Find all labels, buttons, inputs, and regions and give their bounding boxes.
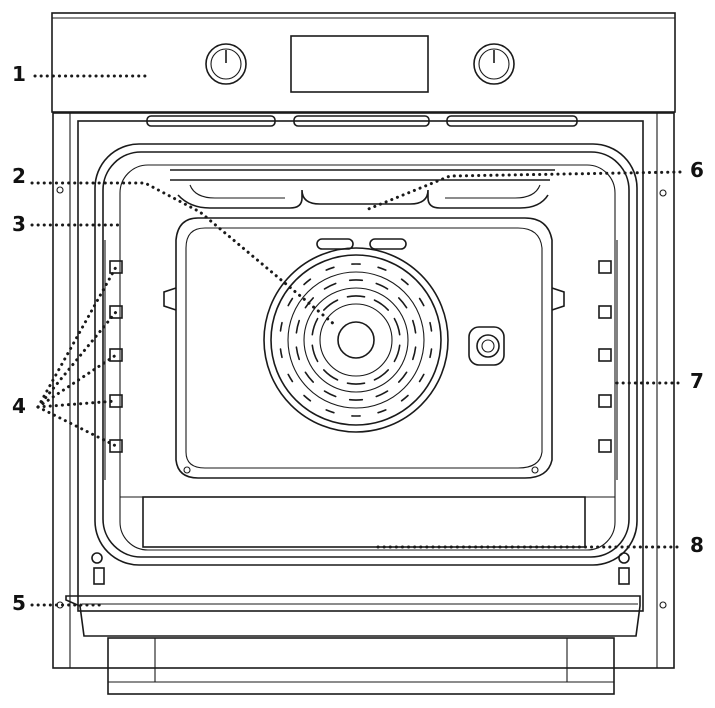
fan-slot	[394, 319, 399, 335]
fan-slot	[304, 279, 310, 284]
fan-slot	[413, 321, 416, 333]
leader-4a	[38, 267, 116, 407]
leader-4b	[38, 312, 116, 407]
fan-slot	[420, 374, 424, 381]
fan-slot	[376, 284, 387, 289]
oven-frame	[53, 113, 674, 668]
callout-4: 4	[12, 396, 26, 416]
fan-slot	[399, 372, 407, 382]
leader-4d	[38, 401, 116, 407]
callout-6: 6	[690, 160, 704, 180]
fan-slot	[402, 396, 408, 401]
fan-slot	[348, 296, 365, 297]
fan-slot	[348, 383, 365, 384]
door-opening	[78, 121, 643, 611]
fan-slot	[326, 410, 334, 413]
fan-slot	[324, 370, 338, 380]
callout-3: 3	[12, 214, 26, 234]
left-knob	[206, 44, 246, 84]
fan-slot	[325, 391, 336, 396]
right-knob	[474, 44, 514, 84]
right-shelf-guides	[599, 240, 617, 480]
fan-slot	[312, 319, 317, 335]
fan-slot	[420, 299, 424, 306]
fan-slot	[399, 298, 407, 308]
fan-slot	[324, 300, 338, 310]
fan-slot	[326, 267, 334, 270]
callout-7: 7	[690, 371, 704, 391]
fan-slot	[375, 300, 389, 310]
fan-cover	[264, 248, 448, 432]
fan-slot	[281, 323, 283, 331]
fan-slot	[325, 284, 336, 289]
fan-slot	[305, 372, 313, 382]
fan-slot	[430, 349, 432, 357]
fan-slot	[402, 279, 408, 284]
fan-slot	[394, 345, 399, 361]
fan-slot	[378, 267, 386, 270]
leader-4e	[38, 407, 116, 446]
control-panel	[52, 13, 675, 126]
oven-floor	[120, 497, 615, 547]
fan-slot	[296, 321, 299, 333]
callout-5: 5	[12, 593, 26, 613]
fan-slot	[376, 391, 387, 396]
oven-lamp	[469, 327, 504, 365]
fan-slot	[312, 345, 317, 361]
fan-slot	[281, 349, 283, 357]
fan-slot	[296, 347, 299, 359]
display-window	[291, 36, 428, 92]
callout-2: 2	[12, 166, 26, 186]
fan-slot	[375, 370, 389, 380]
fan-slot	[288, 374, 292, 381]
leader-4c	[38, 355, 116, 407]
fan-slot	[413, 347, 416, 359]
fan-slot	[288, 299, 292, 306]
leader-lines	[32, 76, 680, 605]
fan-slot	[304, 396, 310, 401]
callout-1: 1	[12, 64, 26, 84]
fan-slot	[378, 410, 386, 413]
callout-8: 8	[690, 535, 704, 555]
fan-slot	[430, 323, 432, 331]
